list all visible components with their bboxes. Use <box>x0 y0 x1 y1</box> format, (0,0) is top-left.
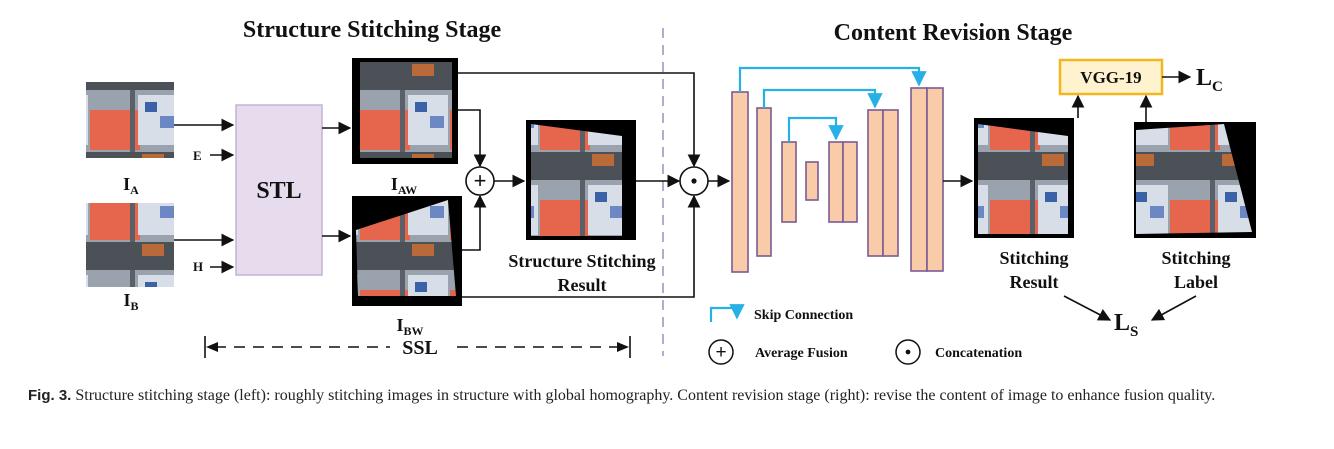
legend-average-fusion: Average Fusion <box>755 346 848 361</box>
svg-text:+: + <box>715 342 726 363</box>
encoder-layer-1 <box>731 91 749 273</box>
decoder-layer-1a <box>828 141 844 223</box>
decoder-layer-1b <box>842 141 858 223</box>
decoder-layer-3a <box>910 87 928 272</box>
average-fusion-legend-icon <box>708 339 734 365</box>
legend-concatenation: Concatenation <box>935 346 1022 361</box>
label-iaw: IAW <box>391 174 417 197</box>
label-ib: IB <box>123 290 138 313</box>
ssl-label: SSL <box>402 337 438 359</box>
structure-stage-title: Structure Stitching Stage <box>243 17 502 43</box>
decoder-layer-2a <box>867 109 884 257</box>
label-ia: IA <box>123 174 139 197</box>
bottleneck-layer <box>805 161 819 201</box>
legend-skip-connection: Skip Connection <box>754 308 853 323</box>
stl-block <box>235 104 323 276</box>
skip-connections <box>738 66 927 142</box>
content-revision-unet <box>731 87 944 273</box>
skip-connection-legend-icon <box>709 304 745 322</box>
content-stage-title: Content Revision Stage <box>834 20 1073 46</box>
decoder-layer-2b <box>882 109 899 257</box>
encoder-layer-3 <box>781 141 797 223</box>
vgg19-label: VGG-19 <box>1080 68 1141 87</box>
decoder-layer-3b <box>926 87 944 272</box>
loss-lc: LC <box>1196 65 1223 95</box>
input-image-a <box>86 82 174 158</box>
figure-caption: Fig. 3. Structure stitching stage (left)… <box>28 385 1310 406</box>
framework-diagram: Structure Stitching Stage Content Revisi… <box>86 17 1256 365</box>
stl-label: STL <box>256 178 301 204</box>
caption-text: Structure stitching stage (left): roughl… <box>75 387 1216 404</box>
legend: Skip Connection + Average Fusion Concate… <box>708 304 1022 365</box>
encoder-layer-2 <box>756 107 772 257</box>
label-e: E <box>193 148 202 163</box>
label-ibw: IBW <box>396 315 423 338</box>
figure-number: Fig. 3. <box>28 387 72 404</box>
svg-text:+: + <box>474 168 487 193</box>
loss-ls: LS <box>1114 310 1138 340</box>
label-h: H <box>193 259 203 274</box>
input-image-b <box>86 203 174 287</box>
